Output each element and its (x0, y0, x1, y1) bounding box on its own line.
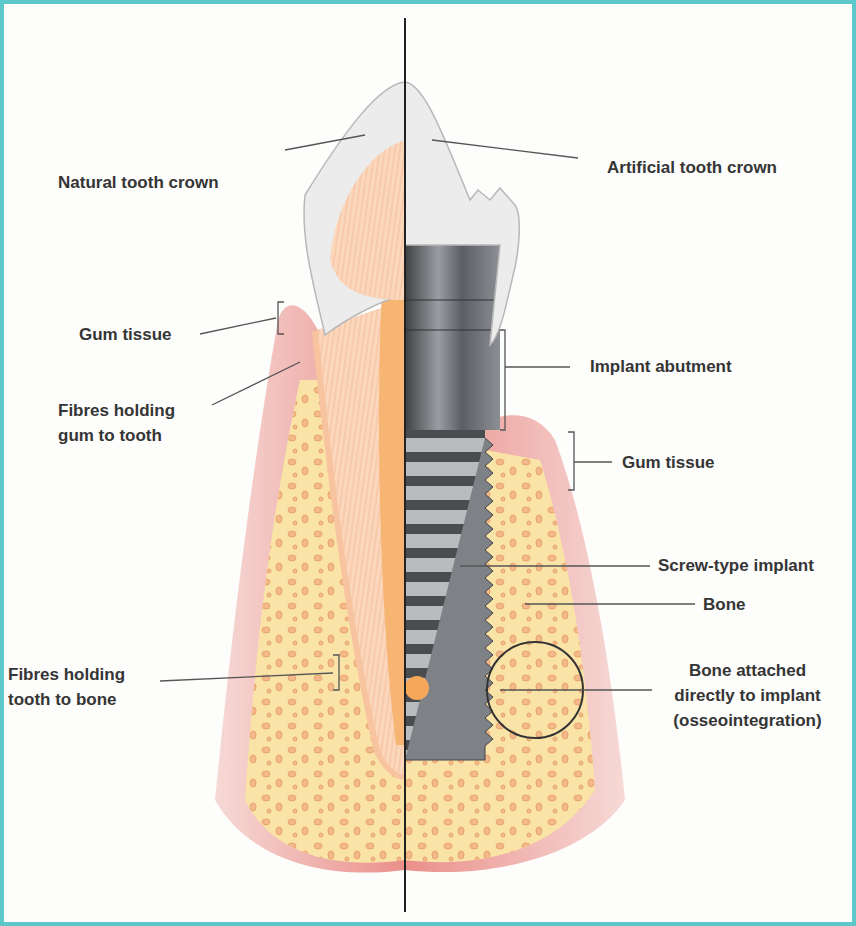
part-label: Gum tissue (79, 322, 172, 347)
part-label: Gum tissue (622, 450, 715, 475)
leader-lines (160, 135, 695, 690)
part-label: Screw-type implant (658, 553, 814, 578)
part-label: Natural tooth crown (58, 170, 219, 195)
part-label: Artificial tooth crown (607, 155, 777, 180)
part-label: Implant abutment (590, 354, 732, 379)
part-label: Bone attached directly to implant (osseo… (660, 658, 835, 733)
part-label: Bone (703, 592, 746, 617)
part-label: Fibres holding tooth to bone (8, 662, 158, 712)
part-label: Fibres holding gum to tooth (58, 398, 208, 448)
